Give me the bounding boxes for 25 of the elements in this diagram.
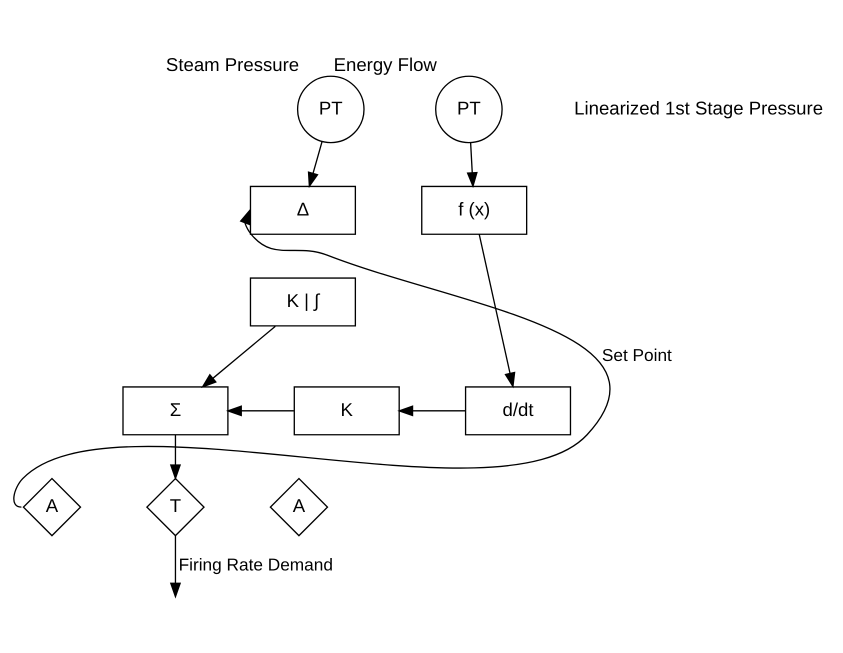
node-diamond: A [22, 477, 82, 536]
node-box: f (x) [421, 185, 528, 234]
arrow [201, 325, 276, 388]
node-diamond: A [269, 477, 328, 536]
node-box: K [294, 386, 400, 435]
arrow [478, 234, 516, 388]
arrow [170, 434, 182, 480]
node-circle: PT [435, 75, 503, 143]
node-label: Energy Flow [334, 54, 437, 75]
node-label: Steam Pressure [166, 54, 300, 75]
arrow [466, 142, 478, 188]
node-box: d/dt [464, 386, 572, 435]
node-diamond: T [146, 477, 205, 536]
arrow [308, 141, 323, 188]
arrow [226, 404, 294, 416]
arrow [397, 404, 466, 416]
arrow [170, 535, 182, 598]
edge-label: Firing Rate Demand [178, 554, 333, 574]
node-box: Δ [250, 185, 356, 234]
edge-label: Set Point [602, 344, 672, 364]
label: Linearized 1st Stage Pressure [574, 96, 824, 118]
node-box: Σ [122, 386, 229, 435]
node-circle: PT [296, 75, 365, 143]
node-box: K | ∫ [250, 276, 356, 326]
arrow [13, 208, 610, 508]
